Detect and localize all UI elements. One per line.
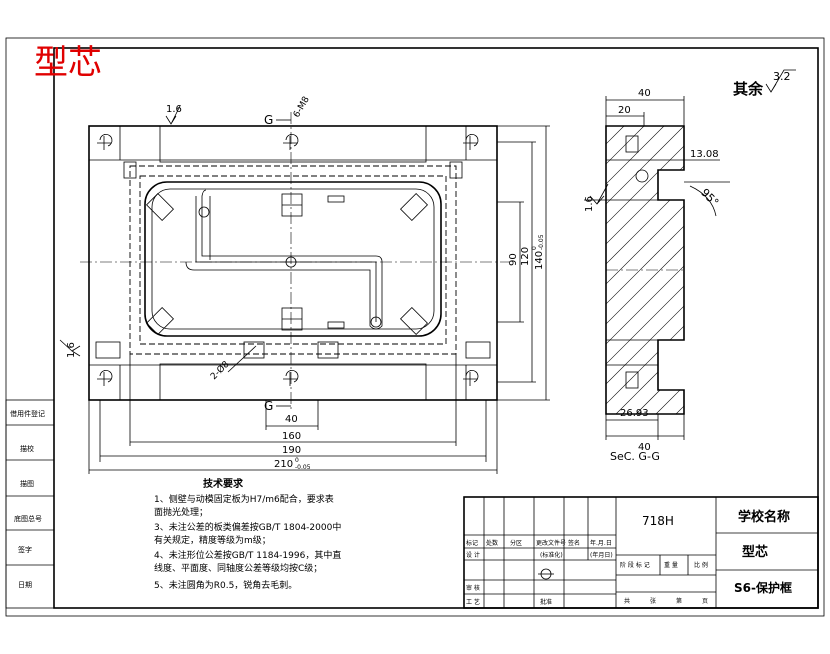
svg-text:审 核: 审 核 <box>466 584 480 592</box>
material-cell: 718H <box>642 514 674 528</box>
svg-text:重 量: 重 量 <box>664 561 678 569</box>
dim-160: 160 <box>282 431 301 442</box>
dim-side-13: 13.08 <box>690 149 719 160</box>
svg-text:-0.05: -0.05 <box>295 464 311 471</box>
svg-text:页: 页 <box>702 598 708 605</box>
title-block: 718H 学校名称 型芯 S6-保护框 标记 处数 分区 更改文件号 签名 年.… <box>463 496 819 609</box>
svg-text:第: 第 <box>676 597 682 605</box>
svg-text:设 计: 设 计 <box>466 551 480 559</box>
section-view: 40 20 13.08 95° 26.93 40 1.6 SeC. G-G <box>584 88 730 463</box>
dim-190: 190 <box>282 445 301 456</box>
note-line: 面抛光处理； <box>154 506 208 518</box>
dim-40: 40 <box>285 414 298 425</box>
drawing-cell: S6-保护框 <box>734 580 792 595</box>
general-roughness: 其余 3.2 <box>733 69 796 98</box>
hole-note: 2-Ø8 <box>208 359 231 382</box>
school-cell: 学校名称 <box>738 509 790 525</box>
strip-cell: 描校 <box>20 444 34 453</box>
strip-cell: 借用件登记 <box>10 409 45 418</box>
roughness-top: 1.6 <box>166 104 182 115</box>
note-line: 有关规定，精度等级为m级； <box>154 534 271 546</box>
dim-side-20: 20 <box>618 105 631 116</box>
roughness-side: 1.6 <box>584 196 595 212</box>
dim-side-40: 40 <box>638 88 651 99</box>
strip-cell: 描图 <box>20 479 34 488</box>
note-line: 4、未注形位公差按GB/T 1184-1996，其中直 <box>154 549 341 561</box>
dim-side-angle: 95° <box>698 186 721 209</box>
note-line: 5、未注圆角为R0.5，锐角去毛刺。 <box>154 579 297 591</box>
svg-text:更改文件号: 更改文件号 <box>536 539 566 547</box>
section-label-top: G <box>264 113 273 127</box>
svg-text:共: 共 <box>624 597 630 605</box>
svg-text:-0.05: -0.05 <box>538 234 545 250</box>
svg-text:0: 0 <box>531 246 538 250</box>
notes-title: 技术要求 <box>203 477 244 490</box>
part-stamp: 型芯 <box>34 43 102 83</box>
section-label-bottom: G <box>264 399 273 413</box>
note-line: 线度、平面度、同轴度公差等级均按C级； <box>154 562 322 574</box>
dim-side-26: 26.93 <box>620 408 649 419</box>
note-line: 1、侧壁与动模固定板为H7/m6配合，要求表 <box>154 493 334 505</box>
strip-cell: 底图总号 <box>14 514 42 523</box>
front-outline <box>88 125 498 401</box>
thread-note: 6-M8 <box>292 95 312 120</box>
technical-notes: 技术要求 1、侧壁与动模固定板为H7/m6配合，要求表 面抛光处理； 3、未注公… <box>154 477 341 591</box>
svg-text:(年月日): (年月日) <box>590 551 613 559</box>
section-caption: SeC. G-G <box>610 450 660 463</box>
svg-text:(标准化): (标准化) <box>540 551 563 559</box>
dim-90: 90 <box>508 253 519 266</box>
svg-text:比 例: 比 例 <box>694 561 708 569</box>
svg-text:张: 张 <box>650 597 656 605</box>
outer-frame <box>5 37 825 617</box>
strip-cell: 签字 <box>18 545 32 554</box>
note-line: 3、未注公差的板类偏差按GB/T 1804-2000中 <box>154 521 341 533</box>
svg-text:分区: 分区 <box>510 539 522 547</box>
dim-side-40b: 40 <box>638 442 651 453</box>
svg-text:其余: 其余 <box>733 80 764 98</box>
strip-cell: 日期 <box>18 581 32 589</box>
dim-120: 120 <box>520 247 531 266</box>
svg-text:年.月.日: 年.月.日 <box>590 539 612 547</box>
svg-text:处数: 处数 <box>486 539 498 547</box>
front-view: G G 6-M8 2-Ø8 1.6 1.6 40 160 190 210 0 -… <box>59 95 550 474</box>
svg-text:工 艺: 工 艺 <box>466 598 480 606</box>
svg-text:签名: 签名 <box>568 539 580 547</box>
roughness-left: 1.6 <box>66 342 77 358</box>
svg-text:标记: 标记 <box>466 539 478 547</box>
svg-text:0: 0 <box>295 457 299 464</box>
svg-text:批准: 批准 <box>540 598 552 606</box>
dim-210: 210 <box>274 459 293 470</box>
svg-text:3.2: 3.2 <box>773 70 791 83</box>
dim-140: 140 <box>534 251 545 270</box>
inner-frame <box>53 47 819 609</box>
svg-text:阶 段 标 记: 阶 段 标 记 <box>620 561 650 569</box>
left-approval-strip: 借用件登记 描校 描图 底图总号 签字 日期 <box>5 399 55 609</box>
part-cell: 型芯 <box>742 544 768 560</box>
